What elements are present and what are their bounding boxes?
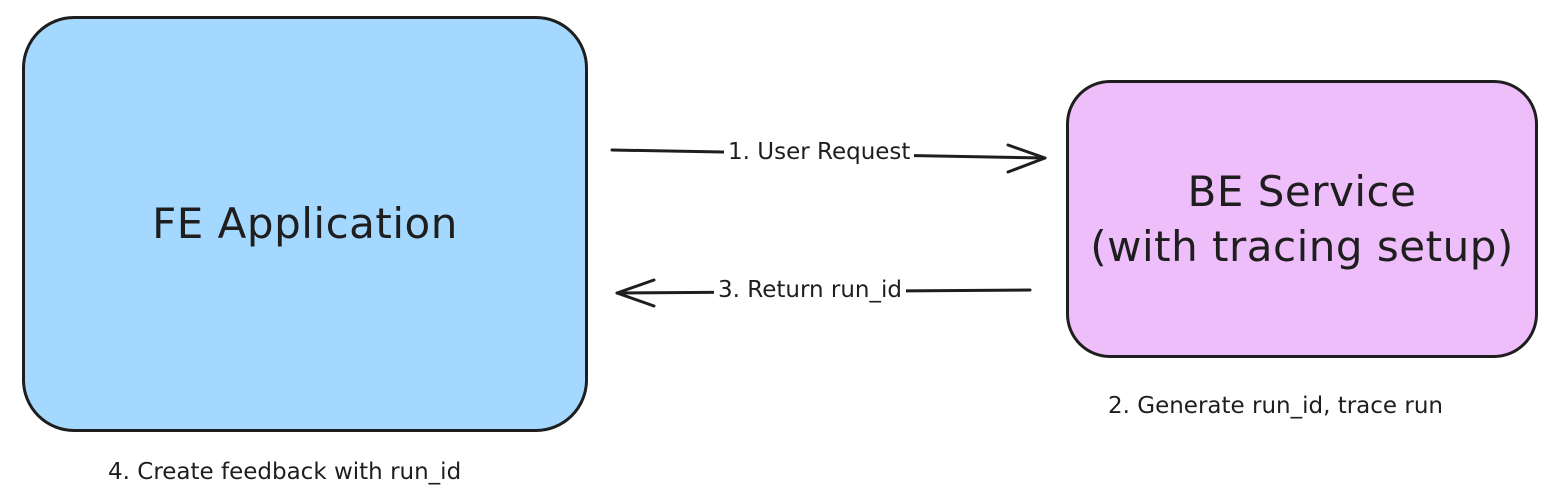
fe-application-node[interactable]: FE Application xyxy=(22,16,588,432)
be-service-label-line1: BE Service xyxy=(1187,166,1417,216)
frontend-step-note: 4. Create feedback with run_id xyxy=(104,461,466,484)
be-service-node[interactable]: BE Service (with tracing setup) xyxy=(1066,80,1538,358)
be-service-label-line2: (with tracing setup) xyxy=(1090,222,1514,271)
request-edge-label: 1. User Request xyxy=(724,141,915,164)
return-edge-label: 3. Return run_id xyxy=(714,279,906,302)
fe-application-label: FE Application xyxy=(152,199,458,249)
backend-step-note: 2. Generate run_id, trace run xyxy=(1104,395,1447,418)
return-arrowhead xyxy=(615,278,656,308)
be-service-label: BE Service (with tracing setup) xyxy=(1090,164,1514,275)
request-arrowhead xyxy=(1006,143,1047,174)
